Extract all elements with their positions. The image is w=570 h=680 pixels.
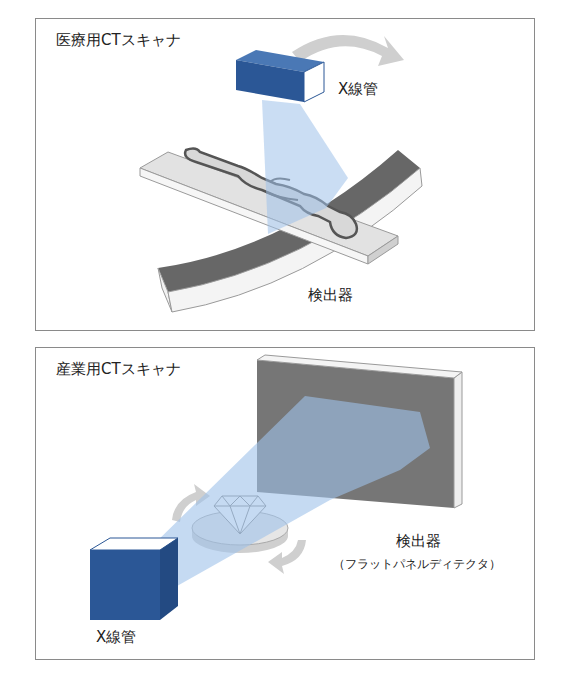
xray-beam <box>262 100 348 234</box>
tube-end <box>304 62 324 102</box>
detector-note: （フラットパネルディテクタ） <box>333 556 501 573</box>
detector-end <box>158 268 172 312</box>
tube-label: X線管 <box>96 628 136 647</box>
detector-label: 検出器 <box>308 286 353 305</box>
tube-front <box>90 550 160 620</box>
flat-panel-top <box>257 355 462 378</box>
scanner-panel: 産業用CTスキャナ <box>35 347 535 660</box>
flat-panel-edge <box>454 372 462 508</box>
panel-title: 医療用CTスキャナ <box>56 31 181 50</box>
detector-label: 検出器 <box>396 532 441 551</box>
tube-side <box>160 538 178 620</box>
tube-body <box>236 60 304 102</box>
panel-title: 産業用CTスキャナ <box>56 360 181 379</box>
tube-label: X線管 <box>338 80 378 99</box>
table-edge-end <box>368 236 398 264</box>
scanner-panel: 医療用CTスキャナ <box>35 18 535 331</box>
